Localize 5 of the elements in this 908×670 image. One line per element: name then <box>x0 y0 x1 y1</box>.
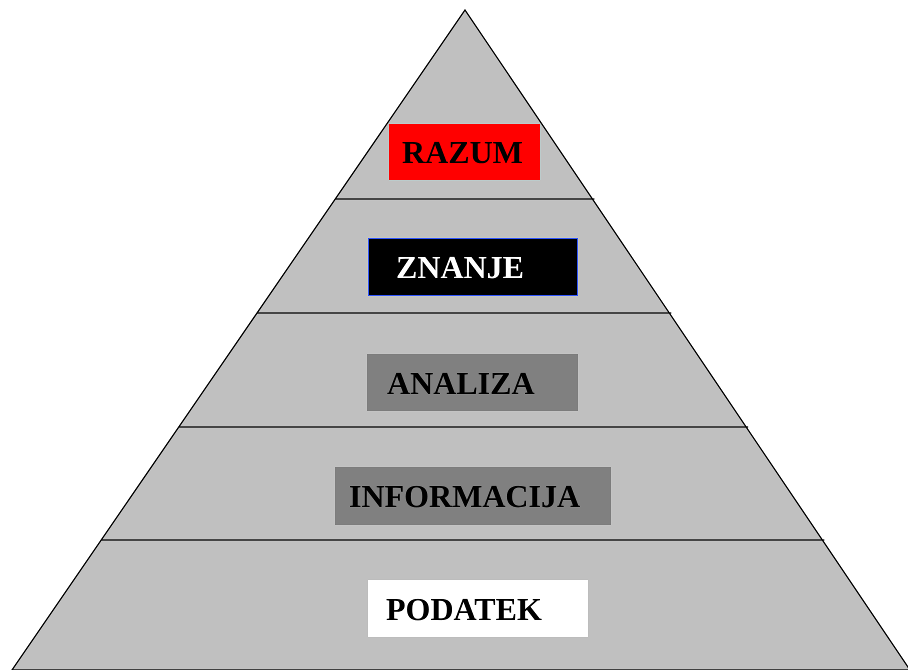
level-label: RAZUM <box>389 124 540 180</box>
level-label: PODATEK <box>368 580 588 637</box>
level-label: INFORMACIJA <box>335 467 611 525</box>
level-label: ANALIZA <box>367 354 578 411</box>
level-label: ZNANJE <box>368 238 578 296</box>
